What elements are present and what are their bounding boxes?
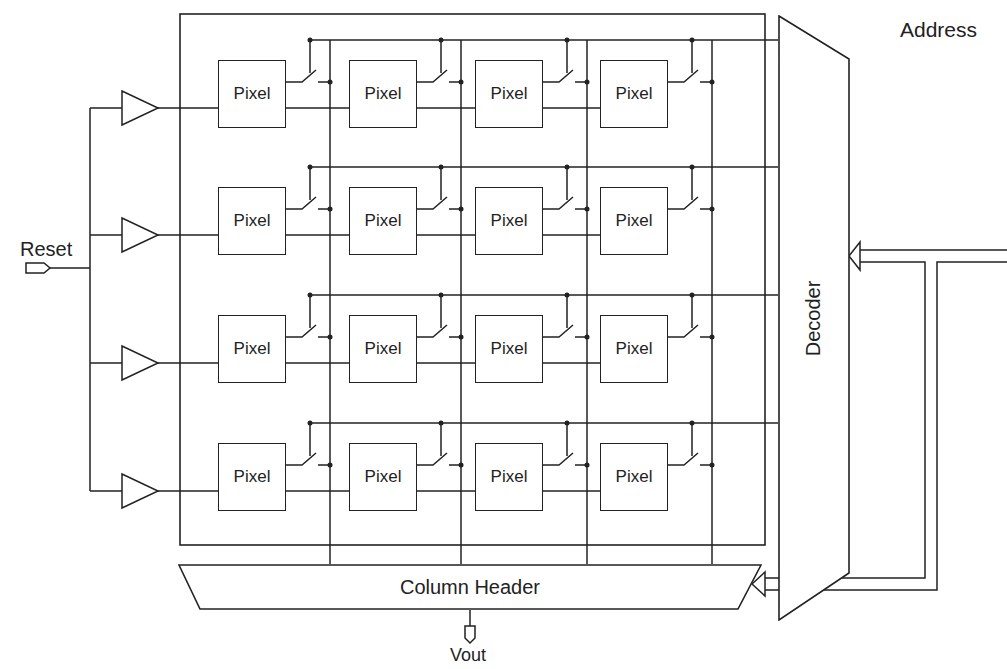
pixel-label: Pixel bbox=[491, 84, 528, 104]
pixel-label: Pixel bbox=[234, 339, 271, 359]
row-line bbox=[543, 363, 600, 364]
pixel-label: Pixel bbox=[234, 84, 271, 104]
block-label: Column Header bbox=[400, 576, 540, 599]
row-line bbox=[543, 491, 600, 492]
pixel-label: Pixel bbox=[616, 211, 653, 231]
pixel-box: Pixel bbox=[475, 443, 543, 511]
pixel-label: Pixel bbox=[491, 339, 528, 359]
pixel-label: Pixel bbox=[365, 339, 402, 359]
array-wires bbox=[286, 38, 778, 565]
row-line bbox=[286, 491, 349, 492]
row-line bbox=[543, 108, 600, 109]
pixel-label: Pixel bbox=[616, 84, 653, 104]
vout-pin bbox=[465, 610, 475, 643]
pixel-box: Pixel bbox=[218, 315, 286, 383]
pixel-label: Pixel bbox=[491, 467, 528, 487]
row-line bbox=[417, 108, 475, 109]
pixel-box: Pixel bbox=[349, 60, 417, 128]
signal-name: Address bbox=[898, 18, 979, 42]
row-line bbox=[417, 491, 475, 492]
row-line bbox=[417, 363, 475, 364]
row-line bbox=[286, 363, 349, 364]
pixel-box: Pixel bbox=[218, 443, 286, 511]
pixel-box: Pixel bbox=[349, 187, 417, 255]
pixel-box: Pixel bbox=[218, 187, 286, 255]
pixel-label: Pixel bbox=[234, 467, 271, 487]
array-frame bbox=[180, 14, 765, 545]
reset-network bbox=[26, 91, 218, 508]
pixel-box: Pixel bbox=[600, 187, 668, 255]
reset-pin bbox=[26, 263, 50, 273]
pixel-label: Pixel bbox=[234, 211, 271, 231]
pixel-label: Pixel bbox=[365, 211, 402, 231]
pixel-box: Pixel bbox=[600, 315, 668, 383]
pixel-box: Pixel bbox=[349, 443, 417, 511]
pixel-box: Pixel bbox=[475, 60, 543, 128]
block-label: Decoder bbox=[803, 280, 826, 356]
pixel-box: Pixel bbox=[600, 443, 668, 511]
row-line bbox=[417, 235, 475, 236]
pixel-box: Pixel bbox=[349, 315, 417, 383]
row-line bbox=[543, 235, 600, 236]
pixel-box: Pixel bbox=[600, 60, 668, 128]
pixel-label: Pixel bbox=[616, 467, 653, 487]
pixel-label: Pixel bbox=[365, 84, 402, 104]
signal-name: Vout bbox=[448, 645, 488, 666]
signal-name: Reset bbox=[18, 238, 74, 261]
pixel-label: Pixel bbox=[491, 211, 528, 231]
column-header-block: Column Header bbox=[178, 564, 762, 610]
decoder-block: Decoder bbox=[778, 15, 850, 621]
pixel-box: Pixel bbox=[475, 315, 543, 383]
pixel-label: Pixel bbox=[616, 339, 653, 359]
pixel-box: Pixel bbox=[475, 187, 543, 255]
pixel-box: Pixel bbox=[218, 60, 286, 128]
row-line bbox=[286, 235, 349, 236]
row-line bbox=[286, 108, 349, 109]
pixel-label: Pixel bbox=[365, 467, 402, 487]
